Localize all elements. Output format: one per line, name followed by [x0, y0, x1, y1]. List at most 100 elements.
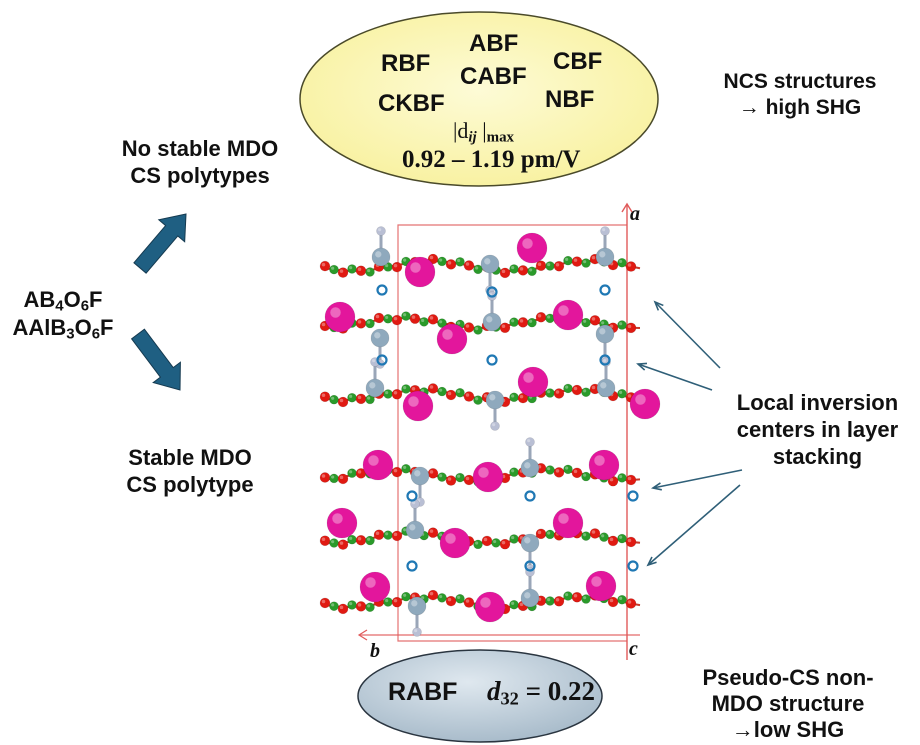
oxygen-atom	[625, 536, 637, 548]
oxygen-atom-highlight	[573, 469, 578, 474]
large-cation-atom	[359, 571, 391, 603]
formula-label: AB4O6F AAlB3O6F	[0, 287, 126, 343]
boron-atom	[329, 264, 339, 275]
boron-atom	[545, 388, 555, 398]
oxygen-atom	[373, 312, 385, 324]
boron-atom-highlight	[385, 599, 389, 603]
boron-atom	[473, 325, 483, 335]
oxygen-atom	[535, 528, 547, 540]
large-cation-atom-highlight	[442, 329, 453, 340]
boron-atom-highlight	[493, 539, 497, 544]
boron-atom-highlight	[457, 595, 461, 599]
oxygen-atom	[391, 596, 403, 608]
boron-atom	[509, 264, 519, 274]
boron-atom-highlight	[583, 319, 587, 323]
boron-atom-highlight	[583, 389, 587, 393]
fluorine-atom	[490, 421, 500, 431]
oxygen-atom	[355, 534, 367, 546]
boron-atom-highlight	[565, 385, 569, 389]
oxygen-atom-highlight	[627, 324, 632, 329]
boron-atom	[437, 593, 447, 603]
oxygen-atom-highlight	[573, 593, 578, 598]
axis-b-label: b	[370, 640, 380, 662]
pointer-arrow-4	[647, 484, 741, 566]
arrow-down-right-icon	[130, 328, 181, 391]
boron-atom	[563, 383, 573, 394]
oxygen-atom-highlight	[555, 598, 560, 602]
boron-atom	[365, 602, 375, 613]
fluorine-atom-highlight	[412, 501, 416, 505]
boron-atom	[545, 529, 555, 540]
pointer-arrow-1	[654, 301, 721, 369]
oxygen-atom-highlight	[429, 255, 434, 260]
boron-atom-highlight	[583, 533, 587, 537]
oxygen-atom-highlight	[339, 541, 344, 545]
boron-atom-highlight	[349, 536, 353, 540]
boron-atom-highlight	[367, 320, 371, 324]
oxygen-atom-highlight	[357, 470, 362, 474]
oxygen-atom	[607, 535, 619, 547]
oxygen-atom-highlight	[537, 262, 542, 266]
boron-atom	[509, 599, 519, 610]
large-cation-atom-highlight	[558, 305, 569, 316]
axis-c-label: c	[629, 638, 638, 660]
unit-cell-edge	[397, 224, 627, 642]
oxygen-atom	[427, 527, 439, 538]
oxygen-atom	[391, 388, 403, 400]
oxygen-atom-highlight	[393, 391, 398, 395]
oxygen-atom-highlight	[483, 394, 488, 398]
compound-cabf: CABF	[460, 63, 527, 90]
large-cation-atom-highlight	[408, 396, 419, 407]
boron-atom	[365, 535, 375, 546]
boron-atom	[383, 530, 393, 540]
oxygen-atom	[337, 396, 349, 408]
large-cation-atom	[588, 449, 620, 481]
inversion-center-icon	[627, 490, 639, 502]
boron-atom-highlight	[475, 266, 479, 270]
oxygen-atom	[391, 466, 403, 478]
pointer-arrow-2	[637, 363, 713, 391]
oxygen-atom-highlight	[411, 315, 416, 319]
oxygen-atom-highlight	[375, 531, 380, 536]
inversion-center-icon	[524, 560, 536, 572]
aluminum-atom-highlight	[411, 600, 418, 607]
aluminum-atom-highlight	[409, 524, 416, 531]
aluminum-atom	[595, 247, 615, 267]
boron-atom	[455, 472, 465, 483]
oxygen-atom	[607, 596, 619, 608]
oxygen-atom-highlight	[465, 599, 470, 603]
boron-atom	[527, 317, 537, 328]
boron-atom-highlight	[457, 321, 461, 325]
boron-atom-highlight	[547, 263, 551, 267]
boron-atom-highlight	[565, 257, 569, 261]
fluorine-atom	[412, 627, 422, 637]
oxygen-atom	[553, 596, 565, 607]
oxygen-atom-highlight	[339, 269, 344, 273]
inversion-center-icon	[524, 490, 536, 502]
aluminum-atom-highlight	[489, 394, 496, 401]
boron-atom-highlight	[439, 533, 443, 537]
inversion-center-icon	[599, 284, 611, 296]
boron-atom-highlight	[601, 534, 605, 538]
axis-b-arrowhead	[357, 629, 368, 641]
boron-atom-highlight	[619, 596, 623, 600]
aluminum-atom	[410, 466, 430, 486]
oxygen-atom	[571, 384, 583, 396]
inversion-center-icon	[627, 560, 639, 572]
boron-atom-highlight	[349, 266, 353, 270]
oxygen-atom	[463, 391, 475, 402]
arrow-up-right-icon	[133, 213, 187, 274]
oxygen-atom	[427, 383, 439, 394]
oxygen-atom	[589, 315, 601, 326]
aluminum-atom	[482, 312, 502, 332]
boron-atom-highlight	[349, 470, 353, 474]
pointer-arrow-2-head	[636, 362, 648, 371]
aluminum-atom	[371, 247, 391, 267]
boron-atom-highlight	[403, 313, 407, 317]
compound-abf: ABF	[469, 30, 519, 57]
inversion-center-icon	[486, 286, 498, 298]
oxygen-atom	[625, 474, 637, 486]
boron-atom-highlight	[619, 535, 623, 539]
